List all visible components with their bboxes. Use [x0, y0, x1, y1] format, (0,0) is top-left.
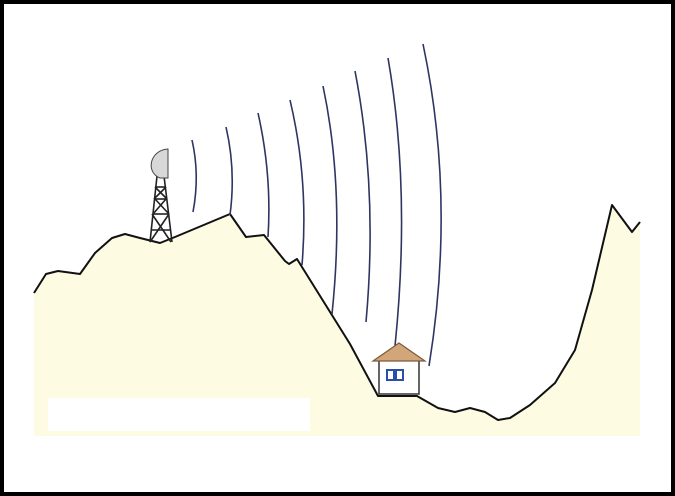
terrain-fill [34, 205, 640, 436]
radio-waves [191, 43, 442, 367]
house-window-left [386, 369, 395, 381]
house-roof [371, 342, 427, 362]
terrain-outline [33, 204, 641, 421]
dish-antenna-icon [150, 148, 169, 179]
label-box [48, 398, 310, 431]
house-window-right [395, 369, 404, 381]
transmission-tower [149, 175, 173, 243]
house [371, 342, 427, 395]
terrain [33, 204, 641, 436]
